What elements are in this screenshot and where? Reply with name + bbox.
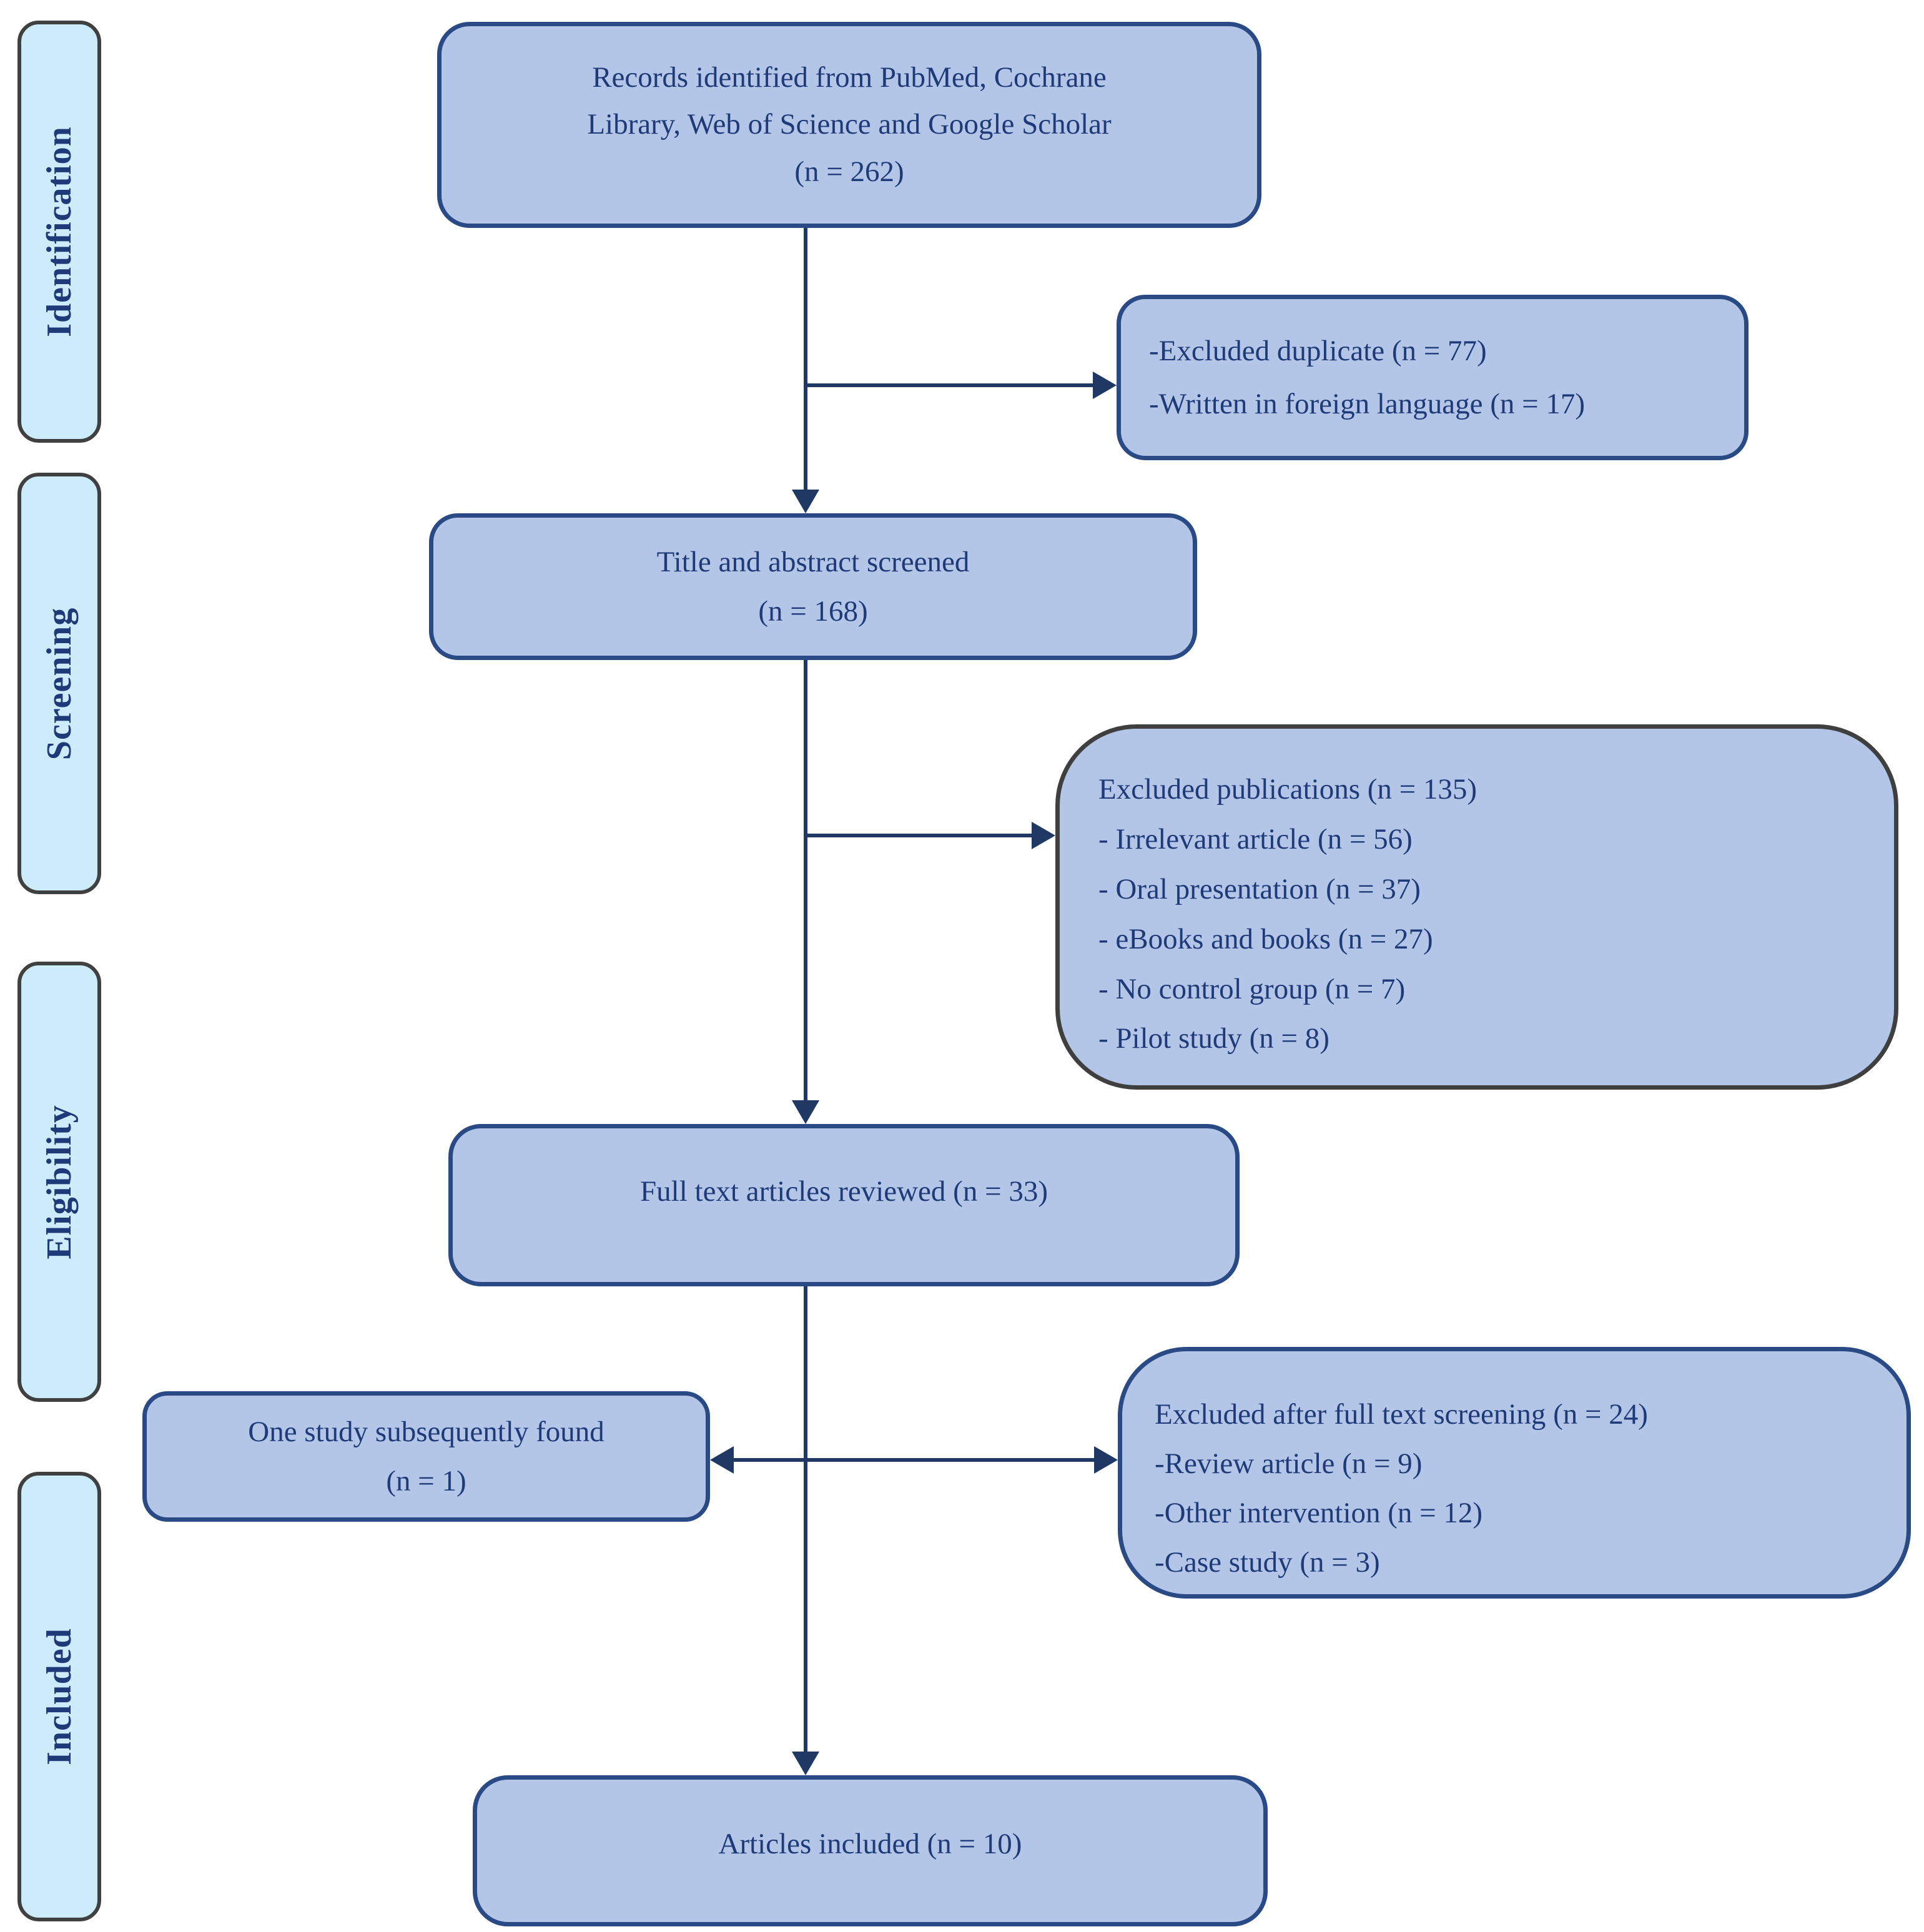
- box-excluded-publications: Excluded publications (n = 135) - Irrele…: [1055, 724, 1898, 1090]
- arrow-fulltext-to-included-line: [804, 1286, 807, 1754]
- box-excluded-publications-text: Excluded publications (n = 135) - Irrele…: [1098, 773, 1478, 1055]
- arrow-records-to-screened-line: [804, 228, 807, 492]
- stage-eligibility-label: Eligibility: [40, 1104, 79, 1259]
- arrow-to-excluded-publications-head-icon: [1032, 822, 1055, 849]
- arrow-to-one-study-head-icon: [710, 1446, 734, 1474]
- stage-screening: Screening: [17, 473, 101, 894]
- arrow-to-excluded-publications-line: [804, 834, 1033, 837]
- arrow-records-to-screened-head-icon: [792, 490, 819, 513]
- box-full-text-reviewed-text: Full text articles reviewed (n = 33): [640, 1175, 1048, 1208]
- arrow-to-excluded-duplicates-head-icon: [1093, 372, 1117, 399]
- box-records-identified: Records identified from PubMed, Cochrane…: [437, 22, 1261, 228]
- arrow-onestudy-exclfulltext-line: [731, 1458, 1097, 1462]
- arrow-screened-to-fulltext-head-icon: [792, 1100, 819, 1124]
- box-one-study-found: One study subsequently found (n = 1): [142, 1391, 710, 1522]
- box-articles-included-text: Articles included (n = 10): [718, 1828, 1022, 1860]
- stage-included: Included: [17, 1472, 101, 1921]
- stage-identification-label: Identification: [40, 126, 79, 337]
- box-title-abstract-screened-text: Title and abstract screened (n = 168): [656, 545, 970, 628]
- box-title-abstract-screened: Title and abstract screened (n = 168): [429, 513, 1197, 660]
- stage-identification: Identification: [17, 21, 101, 443]
- box-records-identified-text: Records identified from PubMed, Cochrane…: [587, 61, 1112, 188]
- stage-eligibility: Eligibility: [17, 962, 101, 1402]
- arrow-to-excluded-after-head-icon: [1094, 1446, 1118, 1474]
- arrow-screened-to-fulltext-line: [804, 660, 807, 1103]
- stage-included-label: Included: [40, 1628, 79, 1765]
- box-excluded-duplicates: -Excluded duplicate (n = 77) -Written in…: [1117, 295, 1749, 460]
- arrow-fulltext-to-included-head-icon: [792, 1752, 819, 1775]
- box-excluded-after-full-text: Excluded after full text screening (n = …: [1118, 1347, 1911, 1599]
- box-one-study-found-text: One study subsequently found (n = 1): [248, 1415, 604, 1497]
- stage-screening-label: Screening: [40, 607, 79, 760]
- box-excluded-duplicates-text: -Excluded duplicate (n = 77) -Written in…: [1149, 334, 1586, 420]
- box-articles-included: Articles included (n = 10): [473, 1775, 1268, 1926]
- box-excluded-after-full-text-text: Excluded after full text screening (n = …: [1155, 1398, 1648, 1579]
- arrow-to-excluded-duplicates-line: [804, 383, 1094, 387]
- box-full-text-reviewed: Full text articles reviewed (n = 33): [448, 1124, 1240, 1286]
